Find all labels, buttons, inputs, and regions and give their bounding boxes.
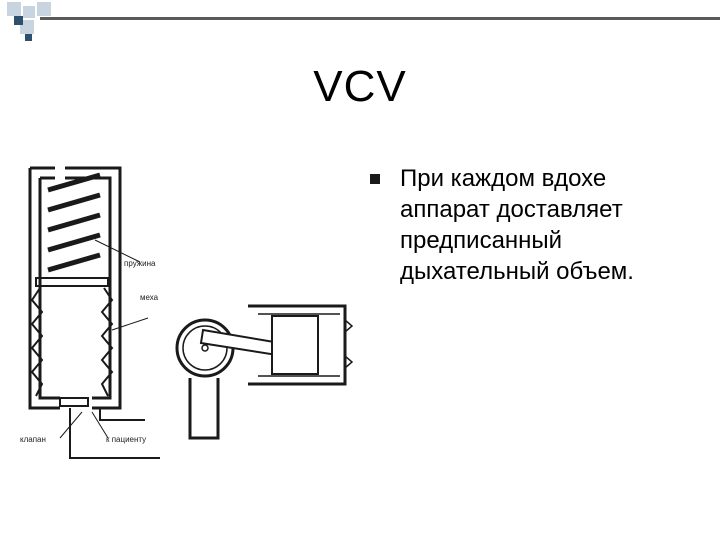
bullet-text: При каждом вдохе аппарат доставляет пред… [400,165,634,285]
label-spring: пружина [124,259,156,268]
header-rule [40,17,720,20]
slide-title: VCV [313,62,407,111]
label-bellows: меха [140,293,159,302]
decor-square [25,34,32,41]
label-valve: клапан [20,435,46,444]
decor-square [7,2,21,16]
decorative-squares [0,0,60,50]
decor-square [23,6,35,18]
decor-square [37,2,51,16]
ventilator-diagram: пружина меха клапан к пациенту [20,166,354,459]
bullet-square-icon [370,174,380,184]
decor-square [20,20,34,34]
label-to-patient: к пациенту [106,435,146,444]
decor-square [14,16,23,25]
